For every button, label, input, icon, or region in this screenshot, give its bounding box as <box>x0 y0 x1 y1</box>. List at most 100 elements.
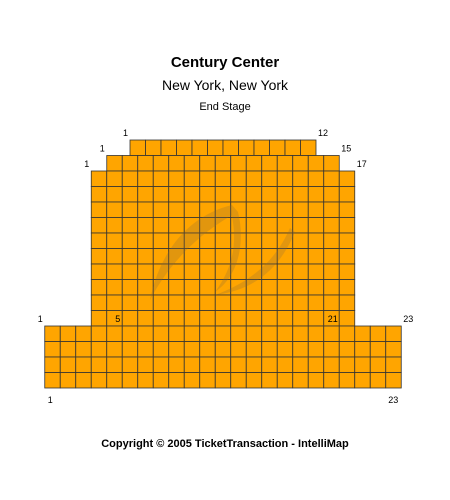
seat[interactable] <box>137 341 154 358</box>
seat[interactable] <box>230 294 247 311</box>
seat[interactable] <box>106 325 123 342</box>
seat[interactable] <box>137 356 154 373</box>
seat[interactable] <box>354 372 371 389</box>
seat[interactable] <box>152 170 170 187</box>
seat[interactable] <box>106 248 123 265</box>
seat[interactable] <box>245 201 263 218</box>
seat[interactable] <box>152 341 170 358</box>
seat[interactable] <box>323 232 340 249</box>
seat[interactable] <box>121 294 139 311</box>
seat[interactable] <box>152 310 170 327</box>
seat[interactable] <box>292 263 309 280</box>
seat[interactable] <box>338 232 356 249</box>
seat[interactable] <box>137 170 154 187</box>
seat[interactable] <box>214 310 232 327</box>
seat[interactable] <box>261 232 278 249</box>
seat[interactable] <box>261 217 278 234</box>
seat[interactable] <box>338 341 356 358</box>
seat[interactable] <box>307 232 325 249</box>
seat[interactable] <box>75 325 92 342</box>
seat[interactable] <box>106 232 123 249</box>
seat[interactable] <box>245 341 263 358</box>
seat[interactable] <box>137 248 154 265</box>
seat[interactable] <box>307 325 325 342</box>
seat[interactable] <box>261 310 278 327</box>
seat[interactable] <box>338 186 356 203</box>
seat[interactable] <box>152 201 170 218</box>
seat[interactable] <box>238 139 255 156</box>
seat[interactable] <box>214 372 232 389</box>
seat[interactable] <box>168 341 185 358</box>
seat[interactable] <box>59 325 77 342</box>
seat[interactable] <box>292 201 309 218</box>
seat[interactable] <box>214 186 232 203</box>
seat[interactable] <box>214 294 232 311</box>
seat[interactable] <box>152 232 170 249</box>
seat[interactable] <box>168 155 185 172</box>
seat[interactable] <box>90 325 108 342</box>
seat[interactable] <box>323 248 340 265</box>
seat[interactable] <box>323 341 340 358</box>
seat[interactable] <box>183 170 201 187</box>
seat[interactable] <box>307 294 325 311</box>
seat[interactable] <box>230 170 247 187</box>
seat[interactable] <box>75 372 92 389</box>
seat[interactable] <box>90 341 108 358</box>
seat[interactable] <box>183 325 201 342</box>
seat[interactable] <box>137 186 154 203</box>
seat[interactable] <box>106 279 123 296</box>
seat[interactable] <box>152 356 170 373</box>
seat[interactable] <box>168 310 185 327</box>
seat[interactable] <box>44 341 61 358</box>
seat[interactable] <box>261 170 278 187</box>
seat[interactable] <box>338 217 356 234</box>
seat[interactable] <box>292 217 309 234</box>
seat[interactable] <box>307 186 325 203</box>
seat[interactable] <box>276 356 294 373</box>
seat[interactable] <box>168 356 185 373</box>
seat[interactable] <box>121 325 139 342</box>
seat[interactable] <box>137 263 154 280</box>
seat[interactable] <box>152 217 170 234</box>
seat[interactable] <box>230 372 247 389</box>
seat[interactable] <box>121 341 139 358</box>
seat[interactable] <box>292 310 309 327</box>
seat[interactable] <box>214 170 232 187</box>
seat[interactable] <box>369 341 387 358</box>
seat[interactable] <box>338 279 356 296</box>
seat[interactable] <box>323 201 340 218</box>
seat[interactable] <box>323 217 340 234</box>
seat[interactable] <box>253 139 270 156</box>
seat[interactable] <box>276 310 294 327</box>
seat[interactable] <box>338 201 356 218</box>
seat[interactable] <box>168 186 185 203</box>
seat[interactable] <box>90 310 108 327</box>
seat[interactable] <box>292 232 309 249</box>
seat[interactable] <box>137 155 154 172</box>
seat[interactable] <box>276 325 294 342</box>
seat[interactable] <box>121 186 139 203</box>
seat[interactable] <box>121 170 139 187</box>
seat[interactable] <box>276 201 294 218</box>
seat[interactable] <box>121 372 139 389</box>
seat[interactable] <box>137 279 154 296</box>
seat[interactable] <box>90 372 108 389</box>
seat[interactable] <box>106 294 123 311</box>
seat[interactable] <box>292 356 309 373</box>
seat[interactable] <box>385 372 402 389</box>
seat[interactable] <box>214 248 232 265</box>
seat[interactable] <box>269 139 286 156</box>
seat[interactable] <box>75 341 92 358</box>
seat[interactable] <box>307 356 325 373</box>
seat[interactable] <box>183 279 201 296</box>
seat[interactable] <box>276 155 294 172</box>
seat[interactable] <box>369 356 387 373</box>
seat[interactable] <box>385 356 402 373</box>
seat[interactable] <box>137 325 154 342</box>
seat[interactable] <box>245 170 263 187</box>
seat[interactable] <box>307 170 325 187</box>
seat[interactable] <box>121 248 139 265</box>
seat[interactable] <box>199 356 216 373</box>
seat[interactable] <box>261 372 278 389</box>
seat[interactable] <box>338 263 356 280</box>
